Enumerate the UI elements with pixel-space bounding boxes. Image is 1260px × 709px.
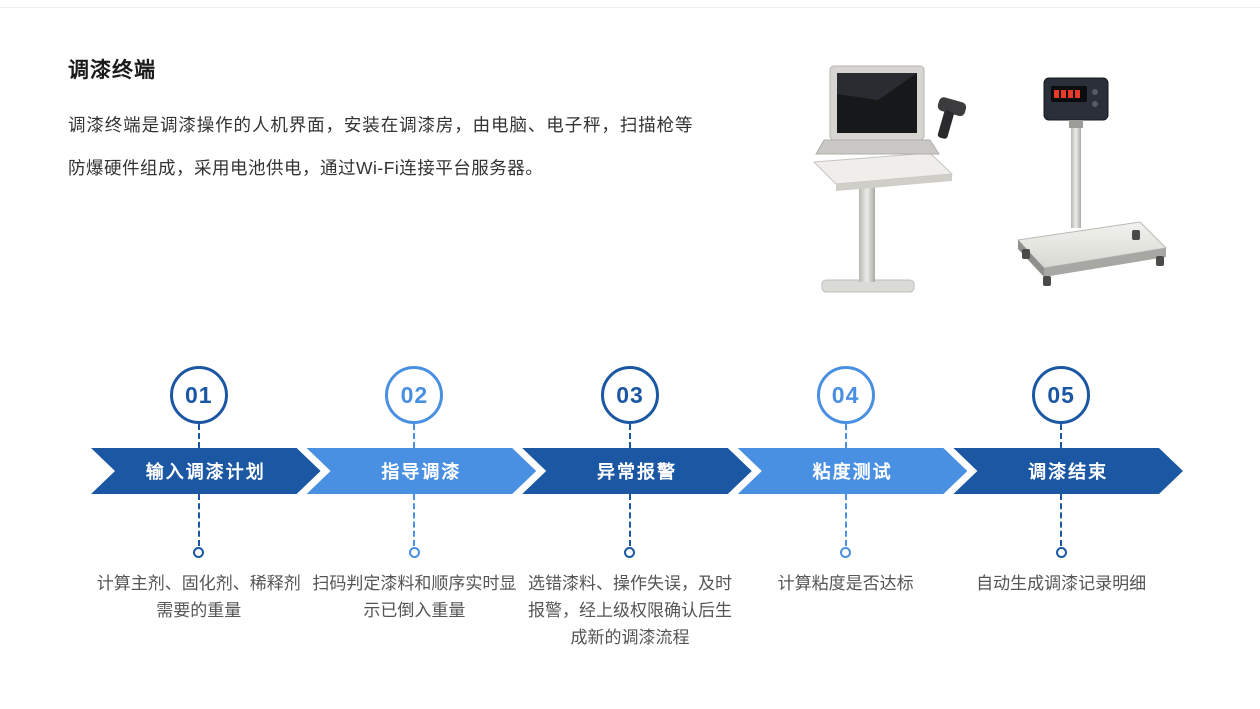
flow-step-4: 04 粘度测试 计算粘度是否达标	[738, 366, 954, 651]
page-title: 调漆终端	[68, 59, 156, 82]
intro-paragraph: 调漆终端是调漆操作的人机界面，安装在调漆房，由电脑、电子秤，扫描枪等防爆硬件组成…	[68, 115, 693, 178]
step-arrow: 调漆结束	[953, 448, 1183, 494]
step-description: 计算粘度是否达标	[777, 574, 914, 593]
connector-top	[197, 424, 200, 448]
step-number-badge: 03	[600, 366, 659, 424]
connector-bottom	[197, 494, 200, 546]
connector-top	[1060, 424, 1063, 448]
step-description: 扫码判定漆料和顺序实时显示已倒入重量	[312, 574, 517, 620]
step-number-badge: 04	[816, 366, 875, 424]
flow-step-5: 05 调漆结束 自动生成调漆记录明细	[953, 366, 1169, 651]
flow-diagram: 01 输入调漆计划 计算主剂、固化剂、稀释剂需要的重量 02 指导调漆 扫码判定…	[91, 366, 1169, 651]
connector-dot	[1055, 547, 1067, 558]
scale-illustration	[1016, 77, 1168, 286]
connector-dot	[840, 547, 852, 558]
terminal-illustration	[812, 65, 967, 293]
step-arrow: 输入调漆计划	[91, 448, 321, 494]
connector-top	[628, 424, 631, 448]
flow-step-2: 02 指导调漆 扫码判定漆料和顺序实时显示已倒入重量	[307, 366, 523, 651]
step-description: 计算主剂、固化剂、稀释剂需要的重量	[96, 574, 301, 620]
connector-dot	[624, 547, 636, 558]
connector-bottom	[1060, 494, 1063, 546]
step-arrow: 指导调漆	[307, 448, 537, 494]
flow-step-3: 03 异常报警 选错漆料、操作失误，及时报警，经上级权限确认后生成新的调漆流程	[522, 366, 738, 651]
connector-dot	[193, 547, 205, 558]
step-description: 选错漆料、操作失误，及时报警，经上级权限确认后生成新的调漆流程	[527, 574, 732, 647]
connector-top	[413, 424, 416, 448]
terminal-and-scale-photo	[812, 65, 1168, 293]
connector-bottom	[844, 494, 847, 546]
step-number-badge: 01	[169, 366, 228, 424]
scanner-icon	[937, 97, 967, 139]
connector-bottom	[413, 494, 416, 546]
step-arrow: 异常报警	[522, 448, 752, 494]
device-illustration	[792, 48, 1187, 313]
connector-top	[844, 424, 847, 448]
connector-bottom	[628, 494, 631, 546]
led-display	[1051, 86, 1087, 102]
connector-dot	[408, 547, 420, 558]
step-number-badge: 02	[385, 366, 444, 424]
step-arrow: 粘度测试	[738, 448, 968, 494]
step-number-badge: 05	[1032, 366, 1091, 424]
flow-step-1: 01 输入调漆计划 计算主剂、固化剂、稀释剂需要的重量	[91, 366, 307, 651]
step-description: 自动生成调漆记录明细	[976, 574, 1147, 593]
top-divider	[0, 7, 1260, 8]
